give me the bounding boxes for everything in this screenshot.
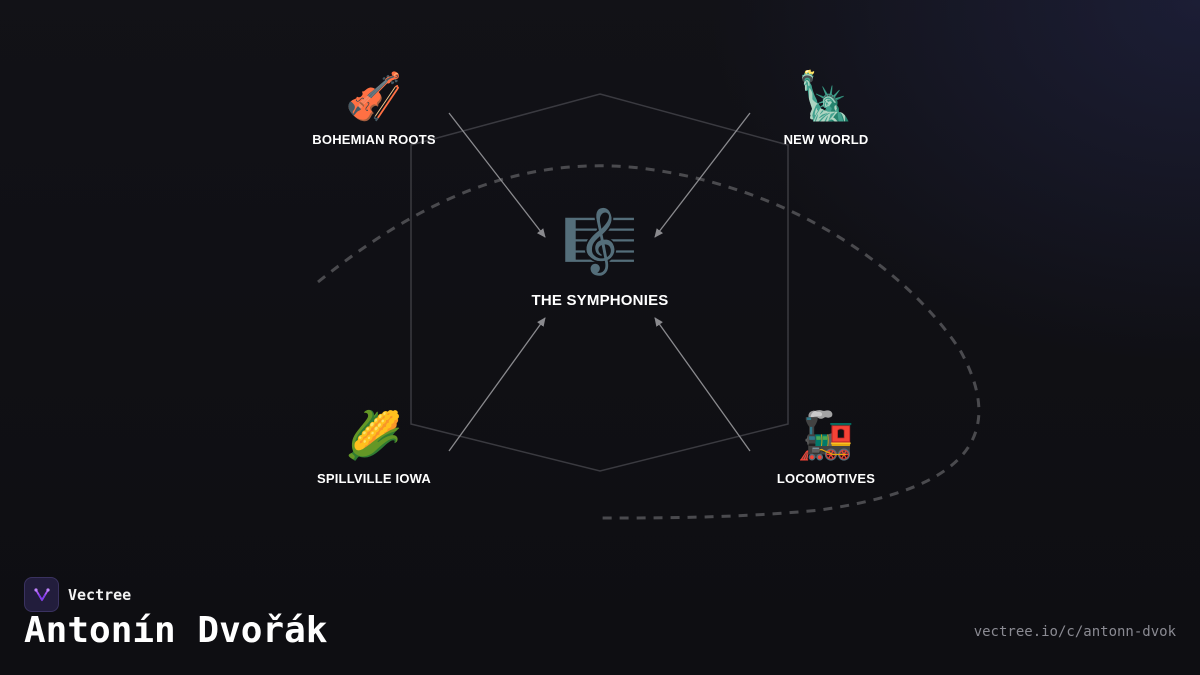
node-bohemian-roots: 🎻 BOHEMIAN ROOTS	[312, 68, 435, 147]
node-label-new-world: NEW WORLD	[783, 132, 869, 147]
arrow-locomotives	[654, 317, 751, 452]
dashed-orbit-curve	[317, 164, 981, 520]
locomotive-icon: 🚂	[797, 408, 855, 462]
vectree-logo-icon	[24, 577, 59, 612]
source-url[interactable]: vectree.io/c/antonn-dvok	[973, 624, 1176, 640]
arrow-bohemian-roots	[448, 112, 546, 238]
center-node-label: THE SYMPHONIES	[531, 292, 669, 309]
node-spillville-iowa: 🌽 SPILLVILLE IOWA	[317, 407, 431, 486]
node-label-locomotives: LOCOMOTIVES	[776, 471, 876, 486]
page-title: Antonín Dvořák	[24, 610, 328, 651]
node-label-spillville-iowa: SPILLVILLE IOWA	[317, 471, 431, 486]
brand[interactable]: Vectree	[24, 577, 131, 612]
corn-icon: 🌽	[345, 408, 403, 462]
brand-name: Vectree	[68, 585, 132, 604]
center-node-symphonies: 🎼 THE SYMPHONIES	[531, 205, 669, 310]
node-label-bohemian-roots: BOHEMIAN ROOTS	[312, 132, 436, 147]
arrow-spillville-iowa	[448, 317, 546, 452]
musical-score-icon: 🎼	[561, 205, 639, 278]
hexagon-outline	[410, 93, 789, 472]
node-locomotives: 🚂 LOCOMOTIVES	[777, 407, 875, 486]
statue-of-liberty-icon: 🗽	[797, 69, 855, 123]
violin-icon: 🎻	[345, 69, 403, 123]
node-new-world: 🗽 NEW WORLD	[784, 68, 869, 147]
arrow-new-world	[654, 112, 751, 238]
